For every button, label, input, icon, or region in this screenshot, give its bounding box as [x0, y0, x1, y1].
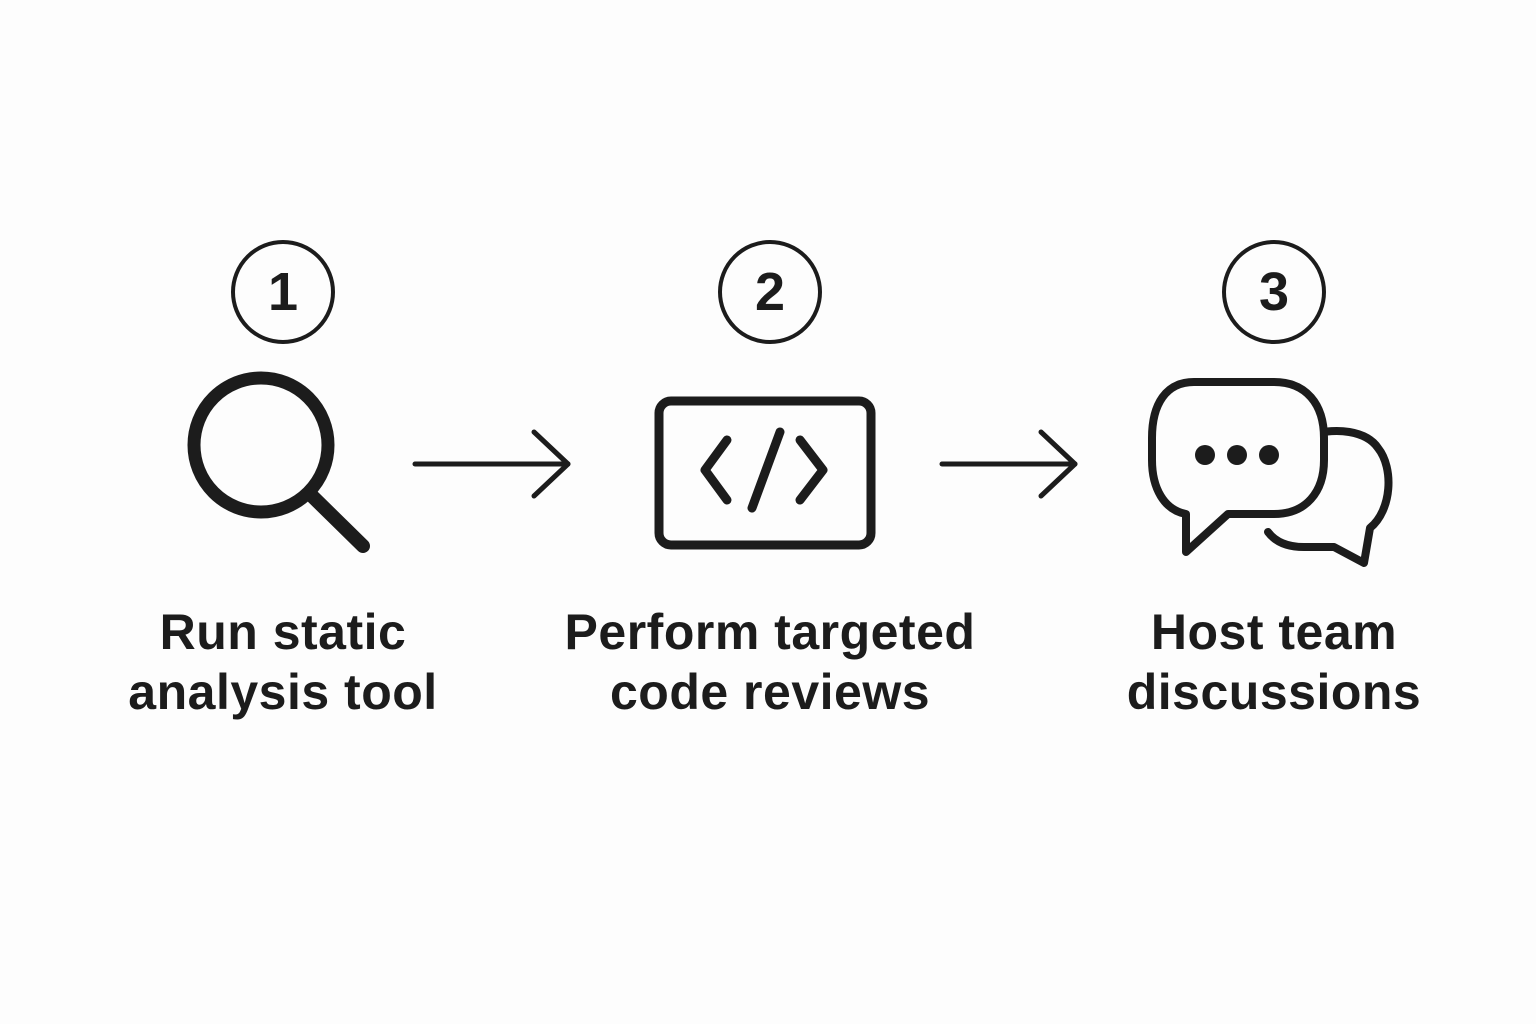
step-label-line: Run static [159, 604, 407, 660]
right-arrow-icon [412, 429, 571, 499]
step-label-line: code reviews [609, 664, 931, 720]
step-label-line: Host team [1150, 604, 1398, 660]
step-number-badge: 2 [718, 240, 822, 344]
step-label-line: Perform targeted [564, 604, 976, 660]
step-3: 3 Host team discussions [1034, 240, 1514, 740]
step-label: Run static analysis tool [43, 602, 523, 722]
step-number-badge: 3 [1222, 240, 1326, 344]
step-1: 1 Run static analysis tool [43, 240, 523, 740]
step-2: 2 Perform targeted code reviews [530, 240, 1010, 740]
step-label: Perform targeted code reviews [530, 602, 1010, 722]
step-number-badge: 1 [231, 240, 335, 344]
code-window-icon [654, 396, 876, 550]
step-label: Host team discussions [1034, 602, 1514, 722]
step-label-line: discussions [1126, 664, 1422, 720]
step-label-line: analysis tool [128, 664, 438, 720]
magnifying-glass-icon [187, 371, 370, 553]
right-arrow-icon [939, 429, 1078, 499]
chat-bubbles-icon [1148, 378, 1393, 567]
